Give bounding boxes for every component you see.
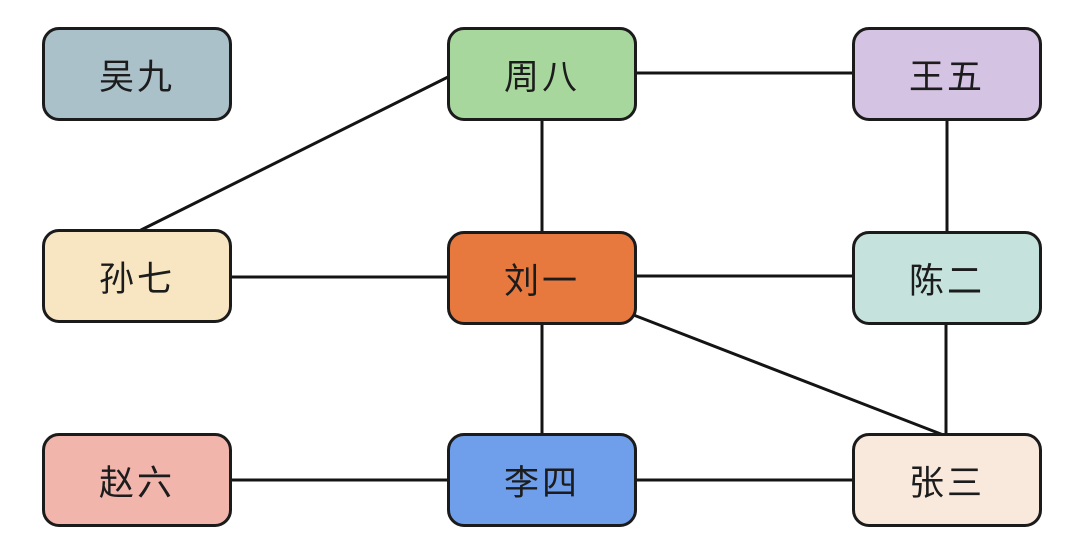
node-zhang-san: 张三 bbox=[852, 433, 1042, 527]
node-chen-er: 陈二 bbox=[852, 231, 1042, 325]
node-zhao-liu: 赵六 bbox=[42, 433, 232, 527]
node-zhou-ba: 周八 bbox=[447, 27, 637, 121]
edge-liu-yi--zhang-san bbox=[629, 312, 948, 438]
node-li-si: 李四 bbox=[447, 433, 637, 527]
node-wu-jiu: 吴九 bbox=[42, 27, 232, 121]
node-wang-wu: 王五 bbox=[852, 27, 1042, 121]
edge-zhou-ba--sun-qi bbox=[139, 74, 452, 232]
node-sun-qi: 孙七 bbox=[42, 229, 232, 323]
node-liu-yi: 刘一 bbox=[447, 231, 637, 325]
